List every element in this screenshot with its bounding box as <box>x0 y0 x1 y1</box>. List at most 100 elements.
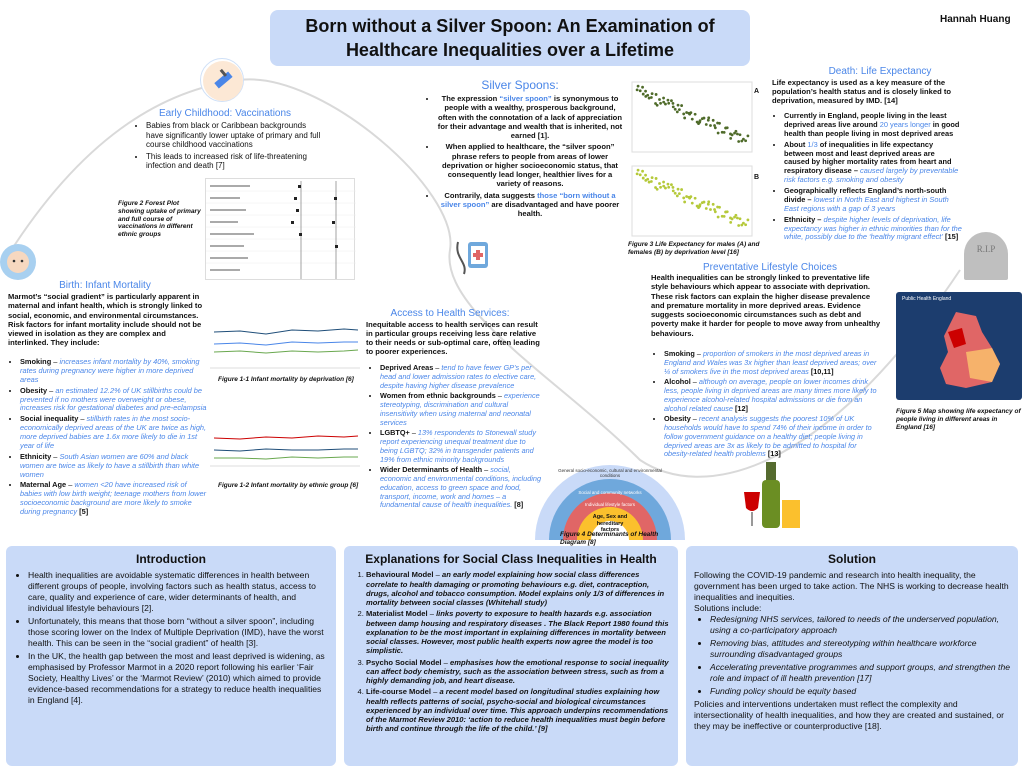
scatter-point <box>730 133 734 137</box>
scatter-point <box>641 85 644 89</box>
scatter-point <box>722 131 726 134</box>
baby-icon <box>0 244 36 280</box>
solution-subheading: Solutions include: <box>694 603 762 614</box>
item-text: proportion of smokers in the most depriv… <box>664 349 877 376</box>
scatter-point <box>662 180 665 184</box>
scatter-point <box>647 96 651 100</box>
highlight-span: those “born without a silver spoon” <box>440 190 616 209</box>
list-item: Obesity – recent analysis suggests the p… <box>664 414 884 459</box>
item-text: a recent model based on longitudinal stu… <box>366 687 669 734</box>
item-label: Ethnicity <box>20 451 52 461</box>
explanations-list: Behavioural Model – an early model expla… <box>344 570 678 733</box>
list-item: Funding policy should be equity based <box>710 686 1010 697</box>
text-span: in good health than people living in mos… <box>784 119 960 138</box>
list-item: Babies from black or Caribbean backgroun… <box>146 121 324 150</box>
scatter-point <box>644 173 647 177</box>
item-text: an estimated 12.2% of UK stillbirths cou… <box>20 385 207 413</box>
scatter-point <box>716 131 720 135</box>
scatter-point <box>671 185 675 189</box>
scatter-point <box>746 218 750 222</box>
list-item: Obesity – an estimated 12.2% of UK still… <box>20 385 208 414</box>
scatter-point <box>638 173 642 177</box>
determinants-diagram: Age, Sex and hereditary factors Individu… <box>535 454 685 544</box>
scatter-point <box>682 112 686 116</box>
scatter-point <box>654 177 658 180</box>
scatter-point <box>677 192 681 196</box>
scatter-point <box>734 129 738 133</box>
solution-outro: Policies and interventions undertaken mu… <box>694 699 1005 732</box>
scatter-point <box>693 112 697 116</box>
scatter-point <box>740 139 744 143</box>
list-item: Smoking – increases infant mortality by … <box>20 357 208 385</box>
scatter-point <box>707 116 711 120</box>
scatter-point <box>690 117 694 121</box>
item-dash: – <box>409 428 418 438</box>
scatter-point <box>638 89 642 93</box>
silver-spoons-heading: Silver Spoons: <box>481 78 559 92</box>
text-span: About <box>784 139 808 149</box>
item-dash: – <box>694 349 703 358</box>
scatter-point <box>740 223 744 227</box>
fig3-caption: Figure 3 Life Expectancy for males (A) a… <box>628 241 760 256</box>
scatter-point <box>709 124 712 127</box>
scatter-point <box>659 185 662 189</box>
scatter-point <box>735 132 739 136</box>
list-item: Ethnicity – South Asian women are 60% an… <box>20 451 208 480</box>
scatter-point <box>735 216 739 220</box>
scatter-point <box>713 208 716 211</box>
rainbow-center-label: Age, Sex and hereditary factors <box>592 514 628 534</box>
item-text: increases infant mortality by 40%, smoki… <box>20 357 200 384</box>
scatter-point <box>698 119 702 123</box>
fig1-2-caption: Figure 1-2 Infant mortality by ethnic gr… <box>218 482 359 489</box>
list-item: Social inequality – stillbirth rates in … <box>20 414 208 451</box>
scatter-point <box>649 180 653 183</box>
scatter-point <box>698 203 702 207</box>
item-ref: [13] <box>765 449 781 459</box>
item-dash: – <box>51 357 60 366</box>
scatter-point <box>683 116 687 120</box>
highlight-span: 1/3 <box>807 139 818 149</box>
item-dash: – <box>495 391 504 401</box>
infant-mortality-ethnic-chart <box>210 430 360 478</box>
item-label: Life-course Model <box>366 687 431 697</box>
item-label: Materialist Model <box>366 609 428 619</box>
scatter-point <box>742 221 745 225</box>
preventative-heading: Preventative Lifestyle Choices <box>703 262 837 273</box>
italic-span: lowest in North East and highest in Sout… <box>784 194 949 213</box>
list-item: Accelerating preventative programmes and… <box>710 662 1010 684</box>
infant-mortality-deprivation-chart <box>210 318 360 374</box>
death-list: Currently in England, people living in t… <box>772 111 962 244</box>
panel-a-label: A <box>754 88 760 95</box>
scatter-point <box>734 213 738 217</box>
item-dash: – <box>441 657 450 667</box>
scatter-point <box>742 137 745 141</box>
list-item: The expression “silver spoon” is synonym… <box>437 94 623 140</box>
fig4-caption: Figure 4 Determinants of Health Diagram … <box>560 531 659 546</box>
item-text: stillbirth rates in the most socio-econo… <box>20 414 207 450</box>
forest-plot <box>205 178 356 280</box>
scatter-point <box>664 102 667 106</box>
italic-span: despite higher levels of deprivation, li… <box>784 214 962 242</box>
scatter-point <box>725 126 729 130</box>
scatter-point <box>704 123 708 126</box>
item-label: Obesity <box>664 414 691 424</box>
life-expectancy-chart: A B <box>628 80 768 238</box>
item-dash: – <box>430 687 440 697</box>
list-item: Ethnicity – despite higher levels of dep… <box>784 214 962 243</box>
item-dash: – <box>78 414 87 424</box>
access-list: Deprived Areas – tend to have fewer GP’s… <box>368 363 544 512</box>
scatter-point <box>744 139 748 143</box>
scatter-point <box>641 169 644 173</box>
scatter-point <box>659 101 662 105</box>
item-label: Women from ethnic backgrounds <box>380 391 496 401</box>
list-item: Wider Determinants of Health – social, e… <box>380 465 544 510</box>
item-text: recent analysis suggests the poorest 10%… <box>664 414 872 459</box>
item-dash: – <box>51 451 60 461</box>
fig5-caption: Figure 5 Map showing life expectancy of … <box>896 408 1021 431</box>
scatter-point <box>702 116 706 120</box>
scatter-point <box>702 200 706 204</box>
item-ref: [10,11] <box>808 366 834 376</box>
list-item: Women from ethnic backgrounds – experien… <box>380 391 544 427</box>
list-item: Health inequalities are avoidable system… <box>28 570 328 614</box>
scatter-point <box>706 118 710 122</box>
